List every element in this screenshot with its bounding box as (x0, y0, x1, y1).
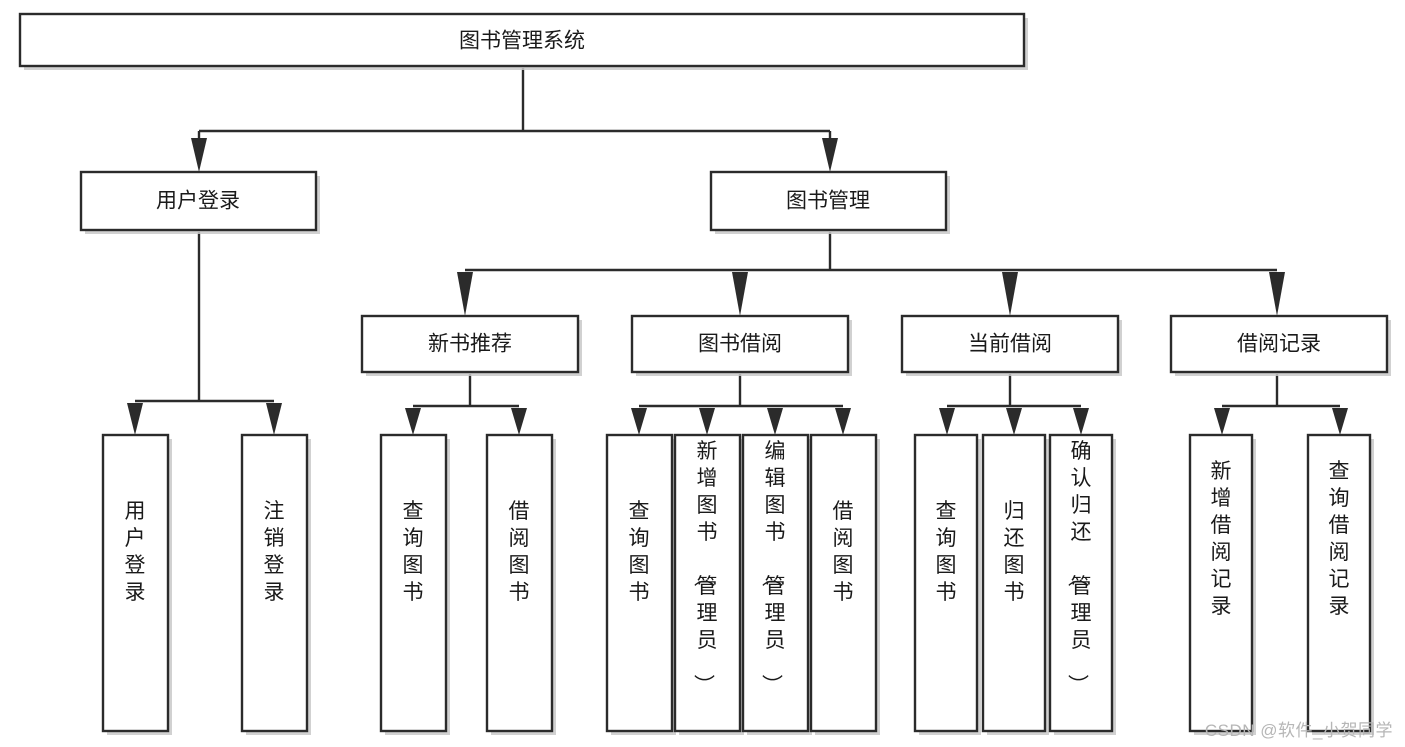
leaf-borrow-add-book-admin[interactable]: 新增图书（管理员） (673, 433, 744, 735)
root-box[interactable] (18, 12, 1026, 68)
leaf-logout-box[interactable] (240, 433, 309, 733)
arrow-to-borrow (732, 272, 748, 316)
node-root[interactable]: 图书管理系统 (18, 12, 1028, 70)
leaf-borrow-edit-label: 编辑图书（管理员） (760, 440, 786, 695)
arrow-borrow-leaf-1 (631, 408, 647, 435)
node-borrow-records[interactable]: 借阅记录 (1169, 314, 1391, 376)
arrow-borrow-leaf-2 (699, 408, 715, 435)
leaf-records-query-record[interactable]: 查询借阅记录 (1306, 433, 1374, 735)
arrow-records-leaf-1 (1214, 408, 1230, 435)
arrow-to-leaf-logout (266, 403, 282, 435)
borrow-records-label: 借阅记录 (1237, 333, 1321, 356)
leaf-current-return-label: 归还图书 (1004, 500, 1025, 604)
node-new-book-recommend[interactable]: 新书推荐 (360, 314, 582, 376)
leaf-newbook-borrow-label: 借阅图书 (509, 500, 530, 604)
user-login-box[interactable] (79, 170, 318, 232)
leaf-borrow-borrow-book[interactable]: 借阅图书 (809, 433, 880, 735)
leaf-borrow-query-box[interactable] (605, 433, 674, 733)
leaf-newbook-borrow-book[interactable]: 借阅图书 (485, 433, 556, 735)
leaf-current-return-book[interactable]: 归还图书 (981, 433, 1049, 735)
arrow-to-user-login (191, 138, 207, 172)
leaf-current-confirm-return-admin[interactable]: 确认归还（管理员） (1048, 433, 1116, 735)
leaf-records-add-label: 新增借阅记录 (1211, 460, 1232, 618)
arrow-to-records (1269, 272, 1285, 316)
leaf-logout[interactable]: 注销登录 (240, 433, 311, 735)
book-borrow-box[interactable] (630, 314, 850, 374)
leaf-borrow-edit-book-admin[interactable]: 编辑图书（管理员） (741, 433, 812, 735)
leaf-records-add-record[interactable]: 新增借阅记录 (1188, 433, 1256, 735)
connector-layer (127, 68, 1348, 435)
leaf-current-query-box[interactable] (913, 433, 979, 733)
node-book-management[interactable]: 图书管理 (709, 170, 950, 234)
leaf-borrow-query-label: 查询图书 (629, 500, 650, 604)
arrow-current-leaf-1 (939, 408, 955, 435)
book-management-label: 图书管理 (786, 190, 870, 213)
leaf-borrow-query-book[interactable]: 查询图书 (605, 433, 676, 735)
user-login-label: 用户登录 (156, 190, 240, 213)
arrow-to-newbook (457, 272, 473, 316)
arrow-to-current (1002, 272, 1018, 316)
leaf-current-query-label: 查询图书 (936, 500, 957, 604)
arrow-current-leaf-2 (1006, 408, 1022, 435)
leaf-logout-label: 注销登录 (264, 500, 285, 604)
book-borrow-label: 图书借阅 (698, 333, 782, 356)
leaf-user-login-label: 用户登录 (125, 500, 146, 604)
arrow-current-leaf-3 (1073, 408, 1089, 435)
arrow-newbook-leaf-1 (405, 408, 421, 435)
watermark-text: CSDN @软件_小贺同学 (1204, 721, 1393, 740)
leaf-current-query-book[interactable]: 查询图书 (913, 433, 981, 735)
leaf-borrow-borrow-box[interactable] (809, 433, 878, 733)
new-book-recommend-label: 新书推荐 (428, 333, 512, 356)
leaf-records-query-label: 查询借阅记录 (1329, 460, 1350, 618)
new-book-recommend-box[interactable] (360, 314, 580, 374)
node-user-login[interactable]: 用户登录 (79, 170, 320, 234)
leaf-records-query-box[interactable] (1306, 433, 1372, 733)
borrow-records-box[interactable] (1169, 314, 1389, 374)
leaf-user-login[interactable]: 用户登录 (101, 433, 172, 735)
node-book-borrow[interactable]: 图书借阅 (630, 314, 852, 376)
arrow-borrow-leaf-4 (835, 408, 851, 435)
leaf-current-confirm-label: 确认归还（管理员） (1066, 440, 1092, 695)
leaf-current-return-box[interactable] (981, 433, 1047, 733)
leaf-newbook-query-book[interactable]: 查询图书 (379, 433, 450, 735)
arrow-borrow-leaf-3 (767, 408, 783, 435)
leaf-user-login-box[interactable] (101, 433, 170, 733)
leaf-borrow-add-box[interactable] (673, 433, 742, 733)
book-management-box[interactable] (709, 170, 948, 232)
current-borrow-box[interactable] (900, 314, 1120, 374)
leaf-newbook-borrow-box[interactable] (485, 433, 554, 733)
arrow-to-book-mgmt (822, 138, 838, 172)
leaf-borrow-edit-box[interactable] (741, 433, 810, 733)
arrow-records-leaf-2 (1332, 408, 1348, 435)
leaf-borrow-add-label: 新增图书（管理员） (692, 440, 718, 695)
leaf-newbook-query-label: 查询图书 (403, 500, 424, 604)
leaf-current-confirm-box[interactable] (1048, 433, 1114, 733)
leaf-newbook-query-box[interactable] (379, 433, 448, 733)
node-current-borrow[interactable]: 当前借阅 (900, 314, 1122, 376)
arrow-to-leaf-user-login (127, 403, 143, 435)
arrow-newbook-leaf-2 (511, 408, 527, 435)
leaf-borrow-borrow-label: 借阅图书 (833, 500, 854, 604)
current-borrow-label: 当前借阅 (968, 333, 1052, 356)
leaf-records-add-box[interactable] (1188, 433, 1254, 733)
root-label: 图书管理系统 (459, 30, 585, 53)
